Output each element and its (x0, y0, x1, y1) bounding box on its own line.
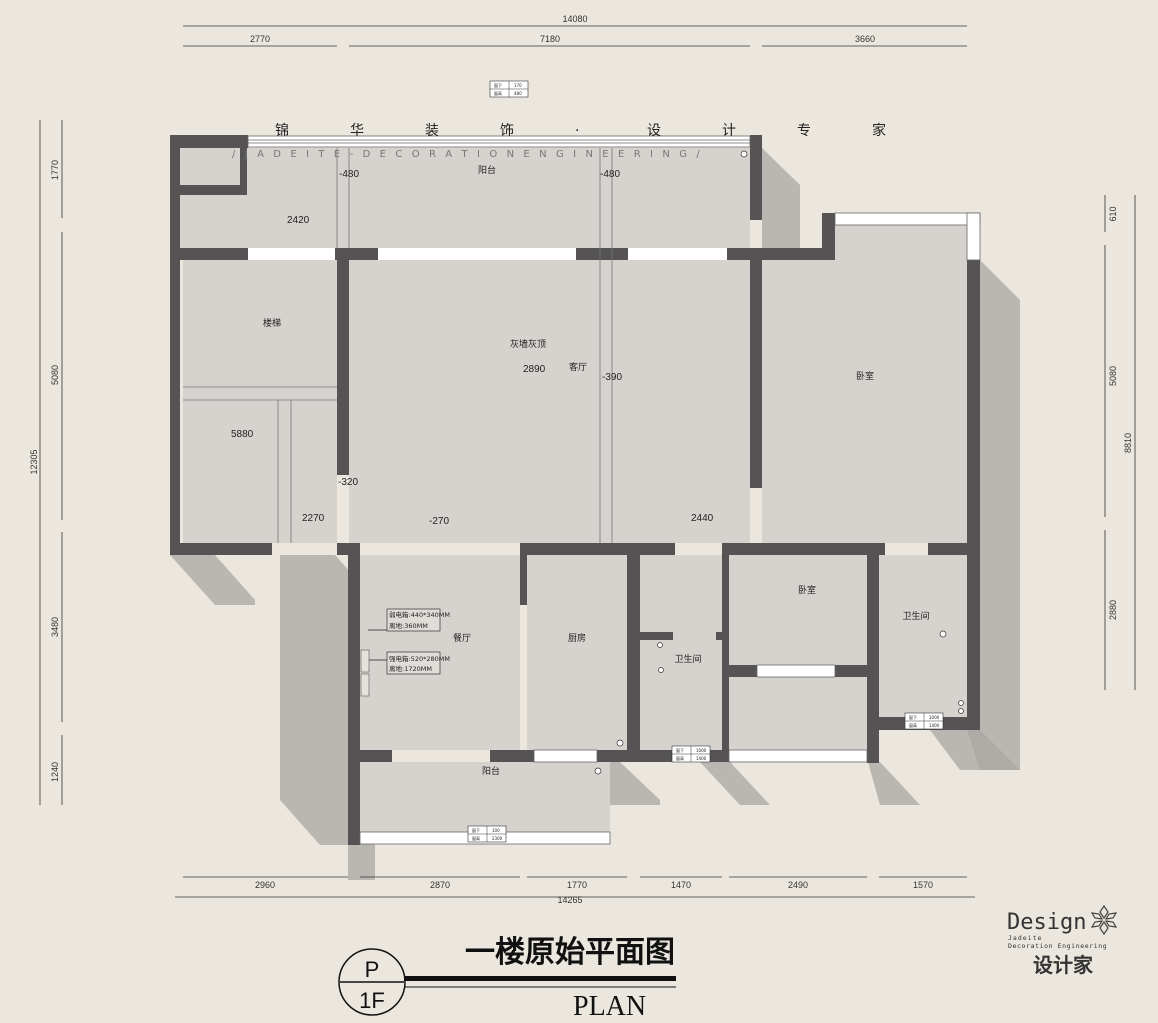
svg-text:窗高: 窗高 (472, 835, 480, 841)
svg-text:离地:360MM: 离地:360MM (389, 621, 428, 630)
window-tag: 窗下 100 窗高 2300 (467, 825, 507, 843)
svg-text:1000: 1000 (929, 715, 940, 720)
room-bathroom-1: 卫生间 (674, 653, 701, 665)
title-block: P 1F 一楼原始平面图 PLAN (338, 935, 676, 1022)
window-tag: 窗下 170 窗高 480 (489, 80, 529, 98)
room-labels: 阳台 楼梯 灰墙灰顶 客厅 卧室 卧室 卫生间 卫生间 餐厅 厨房 阳台 (263, 164, 930, 777)
svg-text:-480: -480 (339, 169, 359, 180)
svg-text:Jadeite: Jadeite (1008, 934, 1042, 942)
window-tag: 窗下 1000 窗高 1400 (671, 745, 711, 763)
window-tag: 窗下 1000 窗高 1400 (904, 712, 944, 730)
svg-text:弱电箱:440*340MM: 弱电箱:440*340MM (389, 610, 450, 619)
drain-icons (594, 150, 964, 775)
svg-text:专: 专 (797, 123, 811, 139)
svg-text:170: 170 (514, 83, 522, 88)
svg-text:1400: 1400 (696, 756, 707, 761)
svg-text:-270: -270 (429, 516, 449, 527)
svg-text:饰: 饰 (500, 123, 514, 139)
room-stairs: 楼梯 (263, 317, 281, 329)
svg-text:窗高: 窗高 (494, 90, 502, 96)
svg-text:2490: 2490 (788, 880, 808, 890)
svg-text:Decoration Engineering: Decoration Engineering (1008, 942, 1107, 950)
svg-text:Design: Design (1007, 910, 1086, 935)
svg-text:2270: 2270 (302, 513, 325, 524)
svg-text:1F: 1F (359, 988, 385, 1013)
svg-text:3660: 3660 (855, 34, 875, 44)
svg-text:家: 家 (872, 122, 886, 139)
svg-text:5080: 5080 (50, 365, 60, 385)
svg-text:窗下: 窗下 (909, 714, 917, 720)
svg-text:1000: 1000 (696, 748, 707, 753)
room-bathroom-2: 卫生间 (902, 610, 929, 622)
svg-text:2440: 2440 (691, 513, 714, 524)
logo: Design Jadeite Decoration Engineering 设计… (1007, 904, 1118, 977)
svg-text:/ J A D E I T E - D E C O R A: / J A D E I T E - D E C O R A T I O N E … (232, 149, 703, 160)
svg-text:锦: 锦 (275, 122, 289, 139)
room-balcony-top: 阳台 (478, 164, 496, 176)
svg-text:设: 设 (647, 123, 661, 139)
svg-text:1400: 1400 (929, 723, 940, 728)
svg-text:1470: 1470 (671, 880, 691, 890)
svg-text:离地:1720MM: 离地:1720MM (389, 664, 432, 673)
svg-text:1770: 1770 (567, 880, 587, 890)
svg-text:计: 计 (722, 123, 736, 139)
svg-text:7180: 7180 (540, 34, 560, 44)
svg-text:·: · (575, 123, 579, 139)
svg-text:14265: 14265 (557, 895, 582, 905)
svg-text:-320: -320 (338, 477, 358, 488)
svg-text:2300: 2300 (492, 836, 503, 841)
plan-badge (338, 948, 406, 1016)
banner: 锦 华 装 饰 · 设 计 专 家 / J A D E I T E - D E … (232, 122, 886, 160)
electrical-annotations: 弱电箱:440*340MM 离地:360MM 强电箱:520*280MM 离地:… (360, 608, 450, 697)
walls (170, 135, 980, 845)
dimension-labels: 14080 2770 7180 3660 12305 1770 5080 348… (29, 14, 1133, 905)
snowflake-logo-icon (1090, 904, 1118, 936)
svg-text:强电箱:520*280MM: 强电箱:520*280MM (389, 654, 450, 663)
svg-text:窗下: 窗下 (494, 82, 502, 88)
living-note: 灰墙灰顶 (510, 338, 546, 350)
svg-text:-390: -390 (602, 372, 622, 383)
room-living: 客厅 (569, 361, 587, 373)
svg-text:2880: 2880 (1108, 600, 1118, 620)
svg-text:12305: 12305 (29, 449, 39, 474)
svg-text:100: 100 (492, 828, 500, 833)
svg-text:8810: 8810 (1123, 433, 1133, 453)
svg-text:14080: 14080 (562, 14, 587, 24)
svg-text:2770: 2770 (250, 34, 270, 44)
svg-text:窗下: 窗下 (472, 827, 480, 833)
svg-text:窗下: 窗下 (676, 747, 684, 753)
svg-text:装: 装 (425, 123, 439, 139)
interior-lines (183, 148, 613, 543)
svg-text:P: P (365, 957, 380, 982)
dimension-lines (39, 25, 1136, 898)
svg-text:窗高: 窗高 (909, 722, 917, 728)
room-bedroom-2: 卧室 (798, 584, 816, 596)
svg-text:610: 610 (1108, 206, 1118, 221)
room-dining: 餐厅 (453, 632, 471, 644)
svg-text:2420: 2420 (287, 215, 310, 226)
svg-text:PLAN: PLAN (573, 991, 646, 1022)
svg-text:设计家: 设计家 (1033, 953, 1094, 977)
svg-text:1240: 1240 (50, 762, 60, 782)
svg-text:480: 480 (514, 91, 522, 96)
svg-text:5880: 5880 (231, 429, 254, 440)
room-kitchen: 厨房 (568, 632, 586, 644)
svg-text:2890: 2890 (523, 364, 546, 375)
room-balcony-bottom: 阳台 (482, 765, 500, 777)
svg-text:1770: 1770 (50, 160, 60, 180)
svg-text:2870: 2870 (430, 880, 450, 890)
svg-text:-480: -480 (600, 169, 620, 180)
svg-text:5080: 5080 (1108, 366, 1118, 386)
svg-text:2960: 2960 (255, 880, 275, 890)
svg-text:1570: 1570 (913, 880, 933, 890)
svg-text:华: 华 (350, 123, 364, 139)
svg-text:窗高: 窗高 (676, 755, 684, 761)
page-title: 一楼原始平面图 (465, 935, 675, 970)
svg-text:3480: 3480 (50, 617, 60, 637)
room-bedroom-main: 卧室 (856, 370, 874, 382)
elevation-marks: -480 -480 2420 2890 -390 5880 -320 2270 … (231, 169, 714, 527)
